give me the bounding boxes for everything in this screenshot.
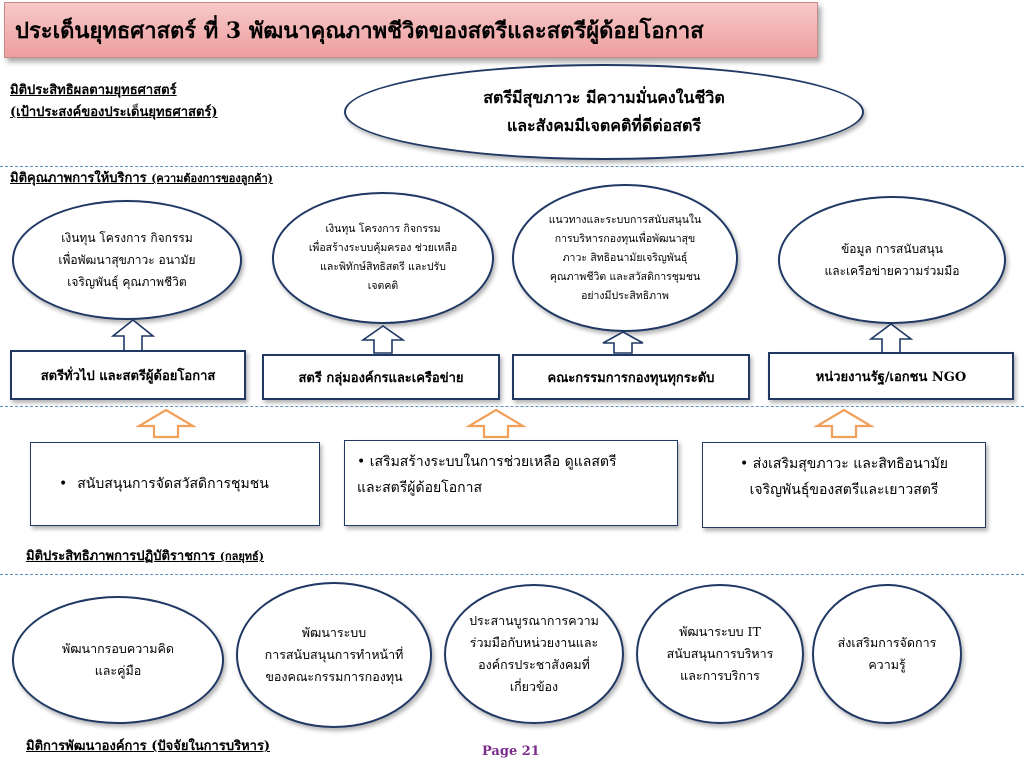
- org-ellipse-2: พัฒนาระบบ การสนับสนุนการทำหน้าที่ ของคณะ…: [236, 582, 432, 728]
- org-label: มิติการพัฒนาองค์การ (ปัจจัยในการบริหาร): [26, 739, 271, 754]
- service-1-line2: เพื่อพัฒนาสุขภาวะ อนามัย: [58, 253, 196, 267]
- up-arrow-icon: [812, 408, 876, 439]
- process-label-main: มิติประสิทธิภาพการปฏิบัติราชการ: [26, 549, 216, 564]
- strategy-box-1: • สนับสนุนการจัดสวัสดิการชุมชน: [30, 442, 320, 526]
- customer-box-2: สตรี กลุ่มองค์กรและเครือข่าย: [262, 354, 500, 400]
- service-ellipse-2: เงินทุน โครงการ กิจกรรม เพื่อสร้างระบบคุ…: [272, 192, 494, 324]
- strategy-3-line1: ส่งเสริมสุขภาวะ และสิทธิอนามัย: [752, 456, 948, 472]
- org-ellipse-5: ส่งเสริมการจัดการ ความรู้: [812, 584, 962, 724]
- service-2-line2: เพื่อสร้างระบบคุ้มครอง ช่วยเหลือ: [308, 242, 458, 254]
- org-3-line2: ร่วมมือกับหน่วยงานและ: [469, 635, 599, 650]
- strategy-2-line1: เสริมสร้างระบบในการช่วยเหลือ ดูแลสตรี: [369, 454, 617, 470]
- org-3-line3: องค์กรประชาสังคมที่: [478, 657, 590, 672]
- goal-ellipse: สตรีมีสุขภาวะ มีความมั่นคงในชีวิต และสัง…: [344, 64, 864, 160]
- bullet-icon: •: [740, 456, 749, 472]
- up-arrow-icon: [602, 331, 644, 354]
- quality-label-sub: (ความต้องการของลูกค้า): [151, 172, 273, 185]
- org-4-line1: พัฒนาระบบ IT: [679, 624, 761, 639]
- org-5-line1: ส่งเสริมการจัดการ: [837, 635, 937, 650]
- service-3-line5: อย่างมีประสิทธิภาพ: [581, 289, 669, 302]
- service-1-line1: เงินทุน โครงการ กิจกรรม: [61, 231, 193, 245]
- org-ellipse-3: ประสานบูรณาการความ ร่วมมือกับหน่วยงานและ…: [444, 584, 624, 724]
- service-4-line2: และเครือข่ายความร่วมมือ: [824, 264, 960, 278]
- goal-line2: และสังคมมีเจตคติที่ดีต่อสตรี: [506, 116, 702, 135]
- org-2-line1: พัฒนาระบบ: [301, 625, 367, 640]
- service-2-line3: และพิทักษ์สิทธิสตรี และปรับ: [320, 261, 446, 273]
- effectiveness-label: มิติประสิทธิผลตามยุทธศาสตร์ (เป้าประสงค์…: [10, 80, 218, 124]
- page-title: ประเด็นยุทธศาสตร์ ที่ 3 พัฒนาคุณภาพชีวิต…: [4, 2, 818, 58]
- org-4-line3: และการบริการ: [680, 668, 760, 683]
- goal-line1: สตรีมีสุขภาวะ มีความมั่นคงในชีวิต: [483, 88, 725, 107]
- service-4-line1: ข้อมูล การสนับสนุน: [841, 242, 943, 256]
- up-arrow-icon: [360, 325, 406, 354]
- up-arrow-icon: [464, 408, 528, 439]
- service-ellipse-3: แนวทางและระบบการสนับสนุนใน การบริหารกองท…: [512, 184, 738, 332]
- divider-2: [0, 406, 1024, 407]
- org-ellipse-1: พัฒนากรอบความคิด และคู่มือ: [12, 596, 224, 724]
- strategy-2-line2: และสตรีผู้ด้อยโอกาส: [357, 480, 482, 496]
- bullet-icon: •: [59, 476, 68, 492]
- customer-box-3: คณะกรรมการกองทุนทุกระดับ: [512, 354, 750, 400]
- effectiveness-label-line2: (เป้าประสงค์ของประเด็นยุทธศาสตร์): [10, 105, 218, 120]
- bullet-icon: •: [357, 454, 366, 470]
- strategy-3-line2: เจริญพันธุ์ของสตรีและเยาวสตรี: [749, 482, 939, 498]
- org-1-line2: และคู่มือ: [94, 663, 142, 678]
- service-ellipse-4: ข้อมูล การสนับสนุน และเครือข่ายความร่วมม…: [778, 196, 1006, 324]
- service-2-line4: เจตคติ: [367, 280, 399, 292]
- quality-label-main: มิติคุณภาพการให้บริการ: [10, 171, 147, 186]
- service-1-line3: เจริญพันธุ์ คุณภาพชีวิต: [67, 275, 187, 289]
- up-arrow-icon: [110, 318, 156, 352]
- org-5-line2: ความรู้: [868, 657, 906, 672]
- org-4-line2: สนับสนุนการบริหาร: [666, 646, 774, 661]
- org-1-line1: พัฒนากรอบความคิด: [62, 641, 174, 656]
- service-3-line2: การบริหารกองทุนเพื่อพัฒนาสุข: [554, 232, 696, 245]
- effectiveness-label-line1: มิติประสิทธิผลตามยุทธศาสตร์: [10, 83, 177, 98]
- quality-label: มิติคุณภาพการให้บริการ (ความต้องการของลู…: [10, 168, 273, 190]
- org-2-line3: ของคณะกรรมการกองทุน: [265, 669, 403, 684]
- service-3-line3: ภาวะ สิทธิอนามัยเจริญพันธุ์: [562, 251, 688, 264]
- page-number: Page 21: [482, 744, 540, 759]
- strategy-1-line1: สนับสนุนการจัดสวัสดิการชุมชน: [77, 476, 269, 492]
- org-2-line2: การสนับสนุนการทำหน้าที่: [264, 647, 404, 662]
- org-3-line1: ประสานบูรณาการความ: [469, 613, 599, 628]
- customer-box-4: หน่วยงานรัฐ/เอกชน NGO: [768, 352, 1014, 400]
- service-ellipse-1: เงินทุน โครงการ กิจกรรม เพื่อพัฒนาสุขภาว…: [12, 200, 242, 320]
- process-label-sub: (กลยุทธ์): [219, 550, 264, 563]
- org-ellipse-4: พัฒนาระบบ IT สนับสนุนการบริหาร และการบริ…: [636, 584, 804, 724]
- customer-box-1: สตรีทั่วไป และสตรีผู้ด้อยโอกาส: [10, 350, 246, 400]
- service-3-line1: แนวทางและระบบการสนับสนุนใน: [548, 213, 702, 226]
- strategy-box-3: • ส่งเสริมสุขภาวะ และสิทธิอนามัย เจริญพั…: [702, 442, 986, 528]
- service-3-line4: คุณภาพชีวิต และสวัสดิการชุมชน: [549, 270, 701, 283]
- divider-3: [0, 574, 1024, 575]
- service-2-line1: เงินทุน โครงการ กิจกรรม: [325, 223, 441, 235]
- up-arrow-icon: [868, 323, 914, 354]
- process-label: มิติประสิทธิภาพการปฏิบัติราชการ (กลยุทธ์…: [26, 546, 264, 568]
- divider-1: [0, 166, 1024, 167]
- org-3-line4: เกี่ยวข้อง: [509, 679, 559, 694]
- strategy-box-2: • เสริมสร้างระบบในการช่วยเหลือ ดูแลสตรี …: [344, 440, 678, 526]
- up-arrow-icon: [134, 408, 198, 439]
